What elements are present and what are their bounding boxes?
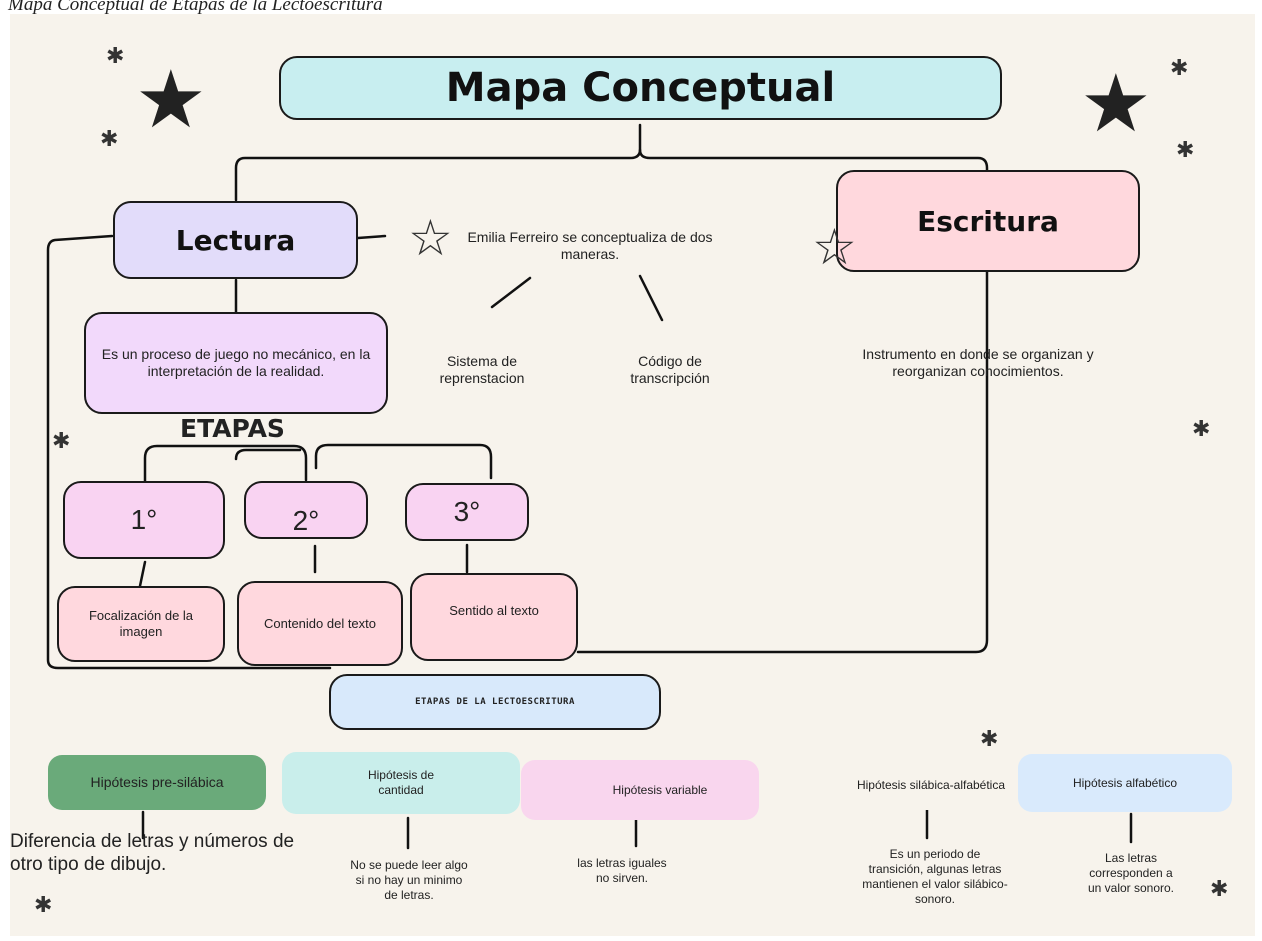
stage-2-desc: Contenido del texto: [263, 616, 377, 631]
hypothesis-4-desc: Es un periodo de transición, algunas let…: [862, 847, 1008, 906]
star-scribble-icon: ✱: [1170, 55, 1189, 80]
lectura-definition: Es un proceso de juego no mecánico, en l…: [101, 346, 371, 379]
star-scribble-icon: ✱: [100, 126, 119, 151]
ferreiro-text: Emilia Ferreiro se conceptualiza de dos …: [467, 229, 713, 262]
stage-2-num: 2°: [292, 505, 320, 536]
line-title-stem: [234, 123, 642, 202]
etapas-label: ETAPAS: [180, 414, 285, 443]
star-outline-icon: ☆: [408, 210, 453, 266]
star-scribble-icon: ✱: [106, 43, 125, 68]
hypothesis-5-pill: Hipótesis alfabético: [1018, 754, 1232, 812]
ferreiro-option-1: Sistema de reprenstacion: [439, 353, 525, 386]
hypothesis-5-desc: Las letras corresponden a un valor sonor…: [1087, 851, 1175, 895]
line-ferreiro-left: [490, 276, 532, 309]
line-escritura-loop: [576, 270, 989, 654]
line-left-loop: [46, 234, 332, 670]
hypothesis-3-desc: las letras iguales no sirven.: [577, 856, 667, 885]
stage-1-num: 1°: [130, 504, 158, 535]
hypothesis-1-pill: Hipótesis pre-silábica: [48, 755, 266, 810]
ferreiro-option-2: Código de transcripción: [630, 353, 710, 386]
hypothesis-4-pill: Hipótesis silábica-alfabética: [846, 760, 1016, 810]
hypothesis-3-pill: Hipótesis variable: [521, 760, 759, 820]
lectura-definition-box: Es un proceso de juego no mecánico, en l…: [84, 312, 388, 414]
stage-3-box: 3°: [405, 483, 529, 541]
stage-1-desc-box: Focalización de la imagen: [57, 586, 225, 662]
title-box: Mapa Conceptual: [279, 56, 1002, 120]
line-lectura-ferreiro: [356, 234, 387, 240]
stage-1-desc: Focalización de la imagen: [88, 608, 194, 639]
stage-2-desc-box: Contenido del texto: [237, 581, 403, 666]
lectoescritura-label: ETAPAS DE LA LECTOESCRITURA: [415, 697, 575, 707]
escritura-definition: Instrumento en donde se organizan y reor…: [862, 346, 1094, 379]
line-ferreiro-right: [638, 274, 664, 322]
hypothesis-2-pill: Hipótesis de cantidad: [282, 752, 520, 814]
line-stage1: [138, 560, 147, 588]
star-scribble-icon: ✱: [52, 428, 71, 453]
hypothesis-3-name: Hipótesis variable: [612, 782, 708, 797]
star-scribble-icon: ★: [1080, 59, 1152, 148]
star-scribble-icon: ✱: [980, 726, 999, 751]
star-scribble-icon: ✱: [1192, 416, 1211, 441]
line-etapas-bracket-1: [143, 444, 308, 484]
stage-3-num: 3°: [453, 496, 481, 527]
hypothesis-2-desc: No se puede leer algo si no hay un minim…: [350, 858, 468, 902]
figure-caption: Mapa Conceptual de Etapas de la Lectoesc…: [8, 0, 383, 15]
star-scribble-icon: ★: [135, 55, 207, 144]
hypothesis-1-name: Hipótesis pre-silábica: [90, 774, 224, 790]
stage-2-box: 2°: [244, 481, 368, 539]
star-scribble-icon: ✱: [1176, 137, 1195, 162]
star-scribble-icon: ✱: [1210, 876, 1229, 901]
title-text: Mapa Conceptual: [445, 65, 836, 111]
hypothesis-1-desc: Diferencia de letras y números de otro t…: [10, 831, 295, 875]
stage-3-desc-box: Sentido al texto: [410, 573, 578, 661]
escritura-box: Escritura: [836, 170, 1140, 272]
star-scribble-icon: ✱: [34, 892, 53, 917]
line-title-right: [638, 148, 989, 192]
lectura-label: Lectura: [175, 223, 296, 257]
hypothesis-5-name: Hipótesis alfabético: [1072, 775, 1178, 790]
stage-3-desc: Sentido al texto: [449, 602, 539, 618]
line-etapas-bracket-2: [234, 448, 302, 461]
lectoescritura-box: ETAPAS DE LA LECTOESCRITURA: [329, 674, 661, 730]
lectura-box: Lectura: [113, 201, 358, 279]
hypothesis-2-name: Hipótesis de cantidad: [367, 768, 435, 797]
hypothesis-4-name: Hipótesis silábica-alfabética: [856, 777, 1006, 792]
line-etapas-bracket-3: [314, 443, 493, 480]
stage-1-box: 1°: [63, 481, 225, 559]
escritura-label: Escritura: [917, 204, 1059, 238]
star-outline-icon: ☆: [812, 219, 857, 275]
